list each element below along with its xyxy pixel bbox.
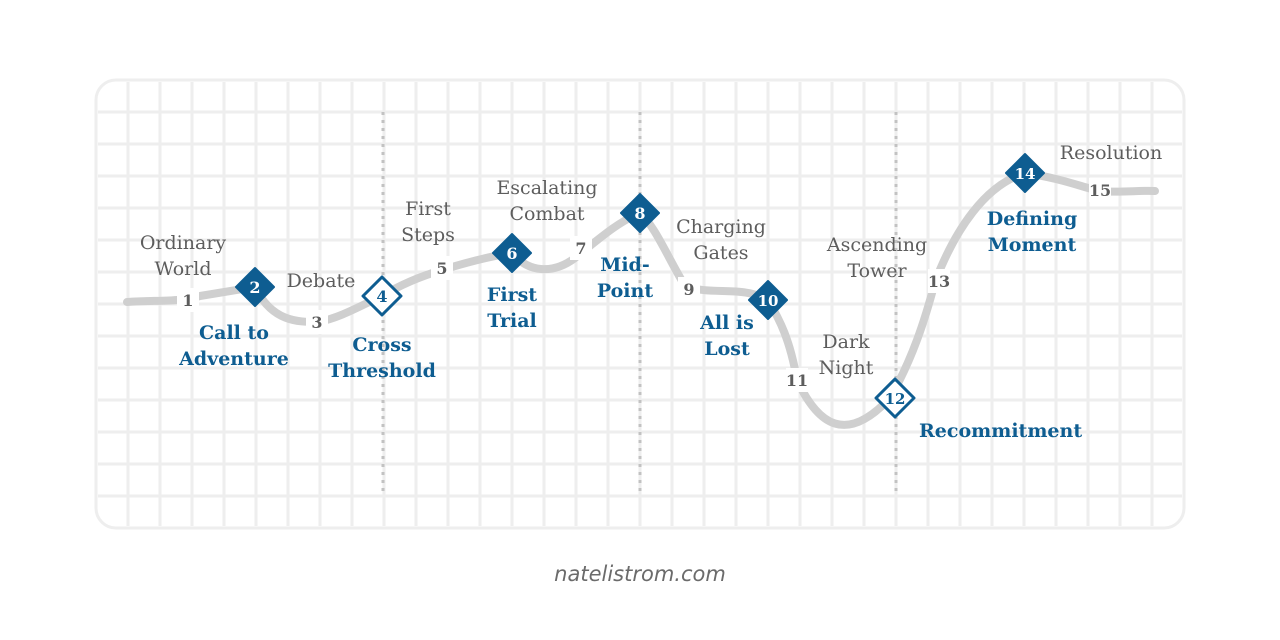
beat-label-line: Dark [822,331,870,353]
beat-number: 12 [885,390,906,408]
beat-number: 11 [786,371,808,390]
beat-number: 6 [506,244,517,263]
beat-label-line: First [405,198,451,220]
beat-number-backdrop [928,269,950,293]
beat-number-backdrop [570,236,592,260]
beat-label-line: Debate [287,270,356,292]
key-beat-diamond-icon [620,193,660,233]
beat-number-backdrop [1089,178,1111,202]
beat-label-line: Moment [988,234,1077,256]
beat-number: 4 [376,287,387,306]
beat-number-backdrop [786,368,808,392]
beat-number: 3 [311,313,322,332]
beat-label-line: All is [699,312,754,334]
beat-number: 7 [575,239,586,258]
beat-label-line: Point [597,280,653,302]
beat-label-line: Night [819,357,874,379]
beat-label-line: Ascending [826,234,927,256]
beat-label-line: Charging [676,216,766,238]
beat-number-backdrop [306,310,328,334]
act-break-diamond-icon [361,275,403,317]
beat-label-line: Cross [352,334,411,356]
beat-label-line: Call to [199,322,269,344]
beat-number-backdrop [431,256,453,280]
beat-number-backdrop [177,288,199,312]
beat-number: 15 [1089,181,1111,200]
key-beat-diamond-icon [492,233,532,273]
beat-number: 1 [182,291,193,310]
beat-number: 14 [1015,165,1036,183]
beat-label-line: Threshold [328,360,436,382]
beat-label-line: Ordinary [140,232,227,254]
beat-number: 13 [928,272,950,291]
beat-label-line: Mid- [600,254,649,276]
beat-number: 10 [758,292,779,310]
beat-number-backdrop [678,277,700,301]
beat-3: 3 Debate [287,270,356,334]
beat-label-line: Steps [401,224,455,246]
key-beat-diamond-icon [1005,153,1045,193]
footer-credit: natelistrom.com [554,562,726,586]
beat-label-line: Defining [987,208,1078,230]
key-beat-diamond-icon [235,267,275,307]
beat-number: 2 [249,278,260,297]
key-beat-diamond-icon [748,280,788,320]
beat-label-line: Gates [693,242,748,264]
act-break-diamond-icon [874,377,916,419]
beat-label-line: Recommitment [919,420,1082,442]
beat-label-line: World [155,258,212,280]
beat-label-line: Lost [704,338,750,360]
beat-label-line: Combat [509,203,584,225]
beat-label-line: Resolution [1060,142,1162,164]
beat-number: 5 [436,259,447,278]
beat-label-line: Escalating [496,177,597,199]
beat-number: 8 [634,204,645,223]
beat-label-line: Tower [847,260,907,282]
beat-label-line: Adventure [178,348,289,370]
beat-label-line: First [487,284,537,306]
beat-number: 9 [683,280,694,299]
beat-label-line: Trial [487,310,537,332]
beat-15: 15 Resolution [1060,142,1162,202]
